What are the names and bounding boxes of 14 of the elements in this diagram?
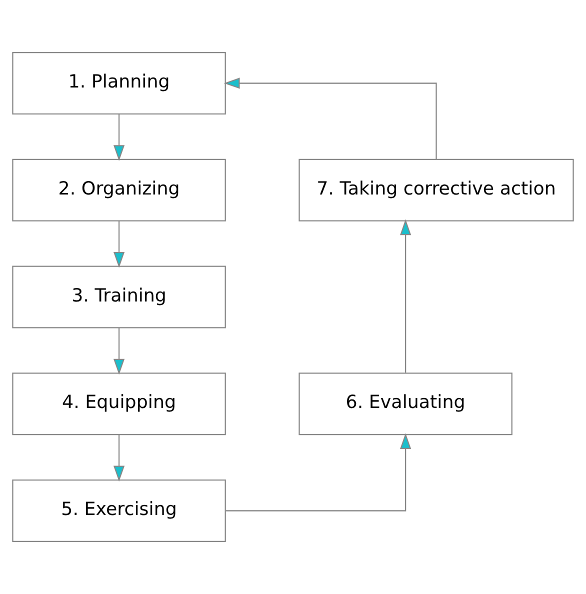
arrow [113, 434, 125, 482]
node-box: 3. Training [12, 266, 226, 328]
arrow [113, 328, 125, 375]
arrow [113, 221, 125, 268]
node-box: 2. Organizing [12, 158, 226, 222]
node-box: 7. Taking corrective action [298, 158, 574, 222]
node-box: 4. Equipping [12, 372, 226, 436]
node-box: 6. Evaluating [298, 372, 512, 436]
arrow [400, 219, 412, 373]
arrow [224, 78, 437, 160]
node-box: 1. Planning [12, 52, 226, 115]
arrow [113, 114, 125, 161]
node-box: 5. Exercising [12, 479, 226, 542]
arrow [226, 433, 412, 512]
